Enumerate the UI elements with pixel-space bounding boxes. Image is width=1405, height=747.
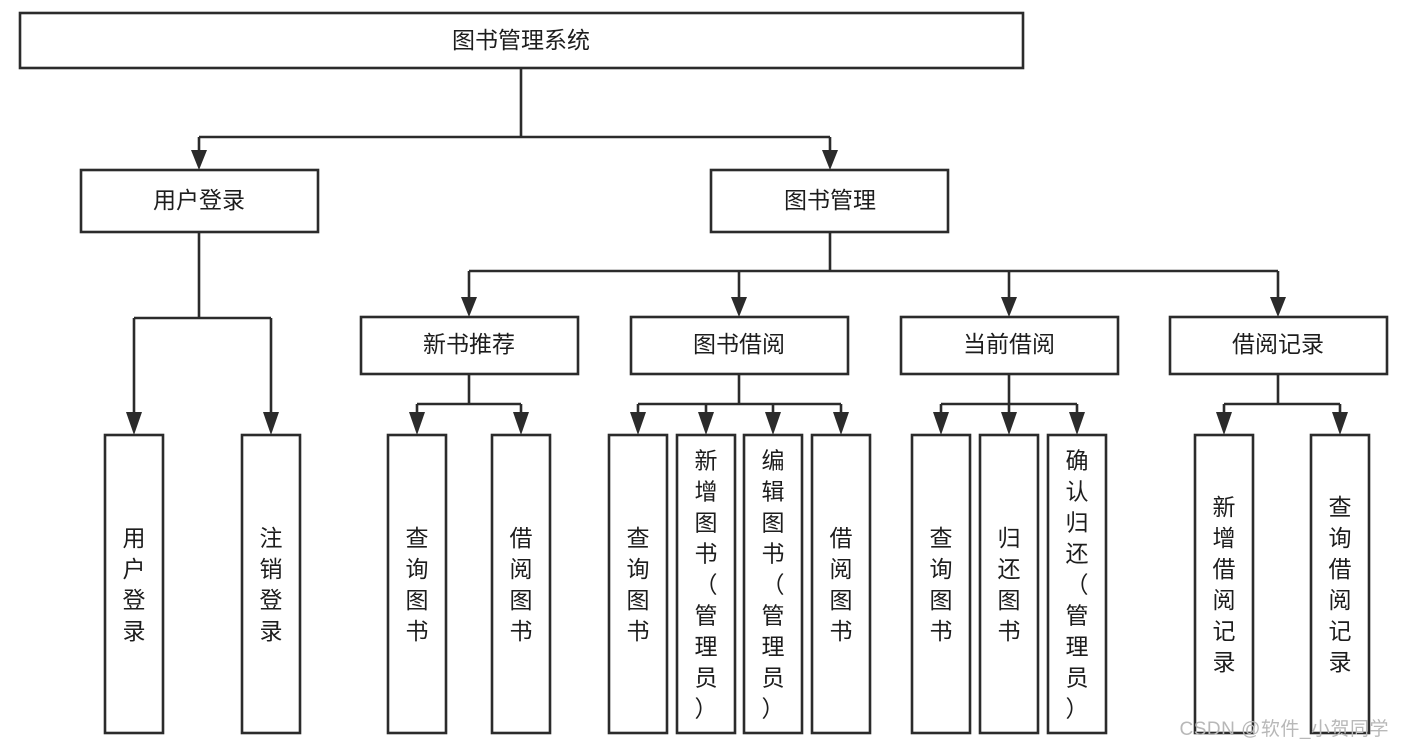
leaf-l-user-login[interactable]: 用户登录 bbox=[103, 433, 165, 735]
leaf-l-query-book-2-label: 查询图书 bbox=[627, 525, 650, 644]
leaf-l-add-book[interactable]: 新增图书（管理员） bbox=[675, 433, 737, 735]
leaf-l-confirm-return-box[interactable] bbox=[1046, 433, 1108, 735]
leaf-l-logout-login[interactable]: 注销登录 bbox=[240, 433, 302, 735]
leaf-l-query-record[interactable]: 查询借阅记录 bbox=[1309, 433, 1371, 735]
node-user-login-label: 用户登录 bbox=[153, 187, 245, 213]
node-book-borrow[interactable]: 图书借阅 bbox=[629, 315, 850, 376]
leaf-l-query-book-2-box[interactable] bbox=[607, 433, 669, 735]
leaf-l-query-record-label: 查询借阅记录 bbox=[1329, 494, 1352, 675]
leaf-l-query-book-1[interactable]: 查询图书 bbox=[386, 433, 448, 735]
leaf-l-query-book-3-box[interactable] bbox=[910, 433, 972, 735]
leaf-l-add-record-box[interactable] bbox=[1193, 433, 1255, 735]
leaf-l-query-book-2[interactable]: 查询图书 bbox=[607, 433, 669, 735]
leaf-l-user-login-box[interactable] bbox=[103, 433, 165, 735]
node-book-manage-box[interactable] bbox=[709, 168, 950, 234]
arrow-head-current-borrow bbox=[1001, 297, 1017, 317]
node-book-borrow-box[interactable] bbox=[629, 315, 850, 376]
node-book-manage-label: 图书管理 bbox=[784, 187, 876, 213]
node-new-book-rec-label: 新书推荐 bbox=[423, 331, 515, 357]
leaf-l-return-book-label: 归还图书 bbox=[998, 525, 1021, 644]
leaf-l-borrow-book-2-box[interactable] bbox=[810, 433, 872, 735]
arrow-head-l-edit-book bbox=[765, 412, 781, 435]
leaf-l-add-book-box[interactable] bbox=[675, 433, 737, 735]
leaf-l-query-book-3-label: 查询图书 bbox=[930, 525, 953, 644]
leaf-l-edit-book-label: 编辑图书（管理员） bbox=[762, 448, 785, 722]
connector-layer bbox=[126, 68, 1348, 435]
node-current-borrow-box[interactable] bbox=[899, 315, 1120, 376]
arrow-head-l-query-record bbox=[1332, 412, 1348, 435]
leaf-l-add-record[interactable]: 新增借阅记录 bbox=[1193, 433, 1255, 735]
node-root-label: 图书管理系统 bbox=[452, 27, 590, 53]
leaf-l-add-book-label: 新增图书（管理员） bbox=[695, 448, 718, 722]
leaf-l-edit-book[interactable]: 编辑图书（管理员） bbox=[742, 433, 804, 735]
leaf-l-logout-login-label: 注销登录 bbox=[260, 525, 283, 644]
arrow-head-new-book-rec bbox=[461, 297, 477, 317]
arrow-head-book-borrow bbox=[731, 297, 747, 317]
arrow-head-l-borrow-book-1 bbox=[513, 412, 529, 435]
arrow-head-l-query-book-1 bbox=[409, 412, 425, 435]
leaf-l-borrow-book-2-label: 借阅图书 bbox=[830, 525, 853, 644]
leaf-l-query-book-1-label: 查询图书 bbox=[406, 525, 429, 644]
arrow-head-l-query-book-3 bbox=[933, 412, 949, 435]
leaf-l-confirm-return[interactable]: 确认归还（管理员） bbox=[1046, 433, 1108, 735]
leaf-l-user-login-label: 用户登录 bbox=[123, 525, 146, 644]
node-book-borrow-label: 图书借阅 bbox=[693, 331, 785, 357]
leaf-l-confirm-return-label: 确认归还（管理员） bbox=[1066, 448, 1089, 722]
leaf-l-add-record-label: 新增借阅记录 bbox=[1213, 494, 1236, 675]
node-borrow-record-label: 借阅记录 bbox=[1232, 331, 1324, 357]
leaf-l-query-book-3[interactable]: 查询图书 bbox=[910, 433, 972, 735]
node-root-box[interactable] bbox=[18, 11, 1025, 70]
node-borrow-record-box[interactable] bbox=[1168, 315, 1389, 376]
leaf-l-borrow-book-1[interactable]: 借阅图书 bbox=[490, 433, 552, 735]
leaf-l-return-book-box[interactable] bbox=[978, 433, 1040, 735]
leaf-l-return-book[interactable]: 归还图书 bbox=[978, 433, 1040, 735]
arrow-head-l-user-login bbox=[126, 412, 142, 435]
leaf-l-query-record-box[interactable] bbox=[1309, 433, 1371, 735]
leaf-l-borrow-book-1-label: 借阅图书 bbox=[510, 525, 533, 644]
arrow-head-l-confirm-return bbox=[1069, 412, 1085, 435]
leaf-l-borrow-book-1-box[interactable] bbox=[490, 433, 552, 735]
leaf-l-logout-login-box[interactable] bbox=[240, 433, 302, 735]
arrow-head-l-borrow-book-2 bbox=[833, 412, 849, 435]
node-current-borrow-label: 当前借阅 bbox=[963, 331, 1055, 357]
arrow-head-borrow-record bbox=[1270, 297, 1286, 317]
arrow-head-l-query-book-2 bbox=[630, 412, 646, 435]
arrow-head-l-add-record bbox=[1216, 412, 1232, 435]
arrow-head-l-logout-login bbox=[263, 412, 279, 435]
node-user-login[interactable]: 用户登录 bbox=[79, 168, 320, 234]
node-book-manage[interactable]: 图书管理 bbox=[709, 168, 950, 234]
arrow-head-l-return-book bbox=[1001, 412, 1017, 435]
node-current-borrow[interactable]: 当前借阅 bbox=[899, 315, 1120, 376]
node-user-login-box[interactable] bbox=[79, 168, 320, 234]
node-new-book-rec[interactable]: 新书推荐 bbox=[359, 315, 580, 376]
node-new-book-rec-box[interactable] bbox=[359, 315, 580, 376]
arrow-head-book-manage bbox=[822, 150, 838, 170]
arrow-head-user-login bbox=[191, 150, 207, 170]
arrow-head-l-add-book bbox=[698, 412, 714, 435]
leaf-l-edit-book-box[interactable] bbox=[742, 433, 804, 735]
leaf-l-query-book-1-box[interactable] bbox=[386, 433, 448, 735]
node-borrow-record[interactable]: 借阅记录 bbox=[1168, 315, 1389, 376]
leaf-l-borrow-book-2[interactable]: 借阅图书 bbox=[810, 433, 872, 735]
node-root[interactable]: 图书管理系统 bbox=[18, 11, 1025, 70]
